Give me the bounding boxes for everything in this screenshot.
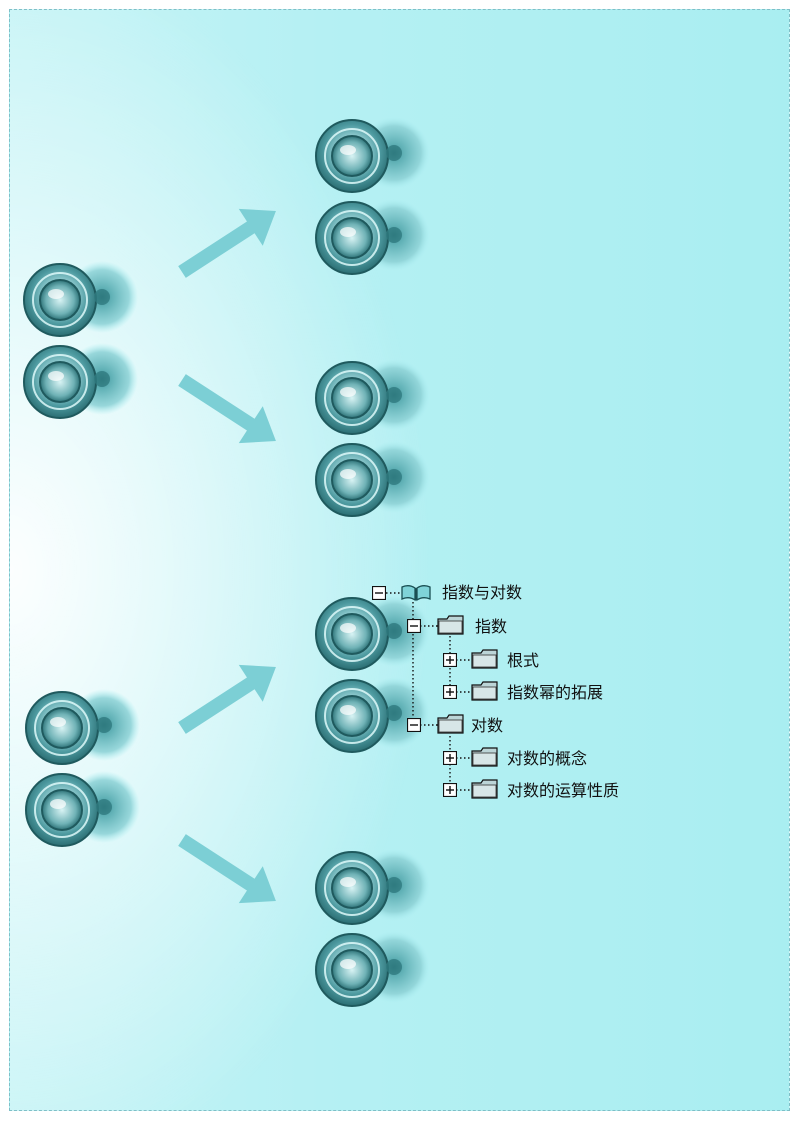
root-collapse-toggle[interactable]	[372, 586, 386, 600]
arrow-icon	[170, 192, 288, 291]
cell-pair-left-top	[24, 261, 138, 418]
page-frame: 指数与对数 指数 根式	[9, 9, 790, 1111]
cell-pair-right-1	[316, 117, 430, 274]
tree-node-label[interactable]: 对数的概念	[507, 749, 588, 768]
cell-pair-right-2	[316, 359, 430, 516]
cell-pair-left-bottom	[26, 689, 140, 846]
cell-pair-right-4	[316, 849, 430, 1006]
tree-node-label[interactable]: 对数的运算性质	[507, 781, 620, 800]
tree-node-label[interactable]: 根式	[507, 651, 540, 670]
node-collapse-toggle[interactable]	[407, 718, 421, 732]
tree-node-label[interactable]: 指数	[475, 617, 508, 636]
node-expand-toggle[interactable]	[443, 783, 457, 797]
node-expand-toggle[interactable]	[443, 685, 457, 699]
node-collapse-toggle[interactable]	[407, 619, 421, 633]
arrow-icon	[170, 361, 288, 460]
arrow-icon	[170, 648, 288, 747]
tree-root-label[interactable]: 指数与对数	[442, 583, 523, 602]
node-expand-toggle[interactable]	[443, 653, 457, 667]
node-expand-toggle[interactable]	[443, 751, 457, 765]
tree-node-label[interactable]: 指数幂的拓展	[507, 683, 604, 702]
cell-division-illustration	[10, 10, 790, 1111]
tree-node-label[interactable]: 对数	[471, 716, 504, 735]
arrow-icon	[170, 821, 288, 920]
